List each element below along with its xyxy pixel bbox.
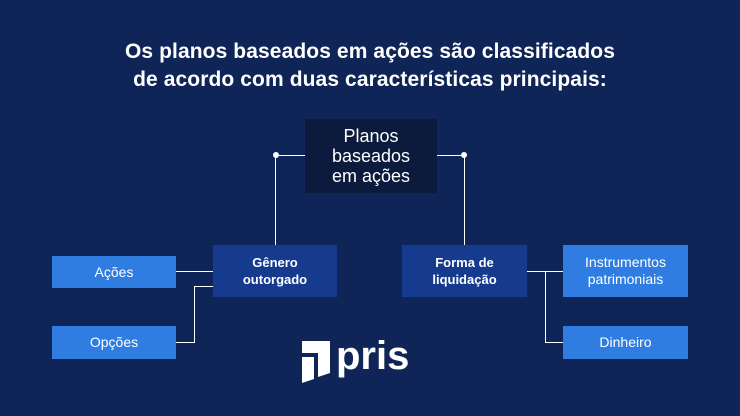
- connector-left-opcoes: [176, 342, 195, 343]
- connector-root-left-v: [275, 156, 276, 245]
- root-node-line-3: em ações: [331, 166, 411, 186]
- connector-right-dinheiro: [545, 342, 563, 343]
- pris-logo-svg: pris: [302, 334, 409, 383]
- leaf-acoes-label: Ações: [94, 263, 134, 280]
- leaf-instrumentos-line-2: patrimoniais: [587, 271, 664, 287]
- leaf-node-opcoes: Opções: [52, 326, 176, 359]
- leaf-node-acoes: Ações: [52, 256, 176, 288]
- leaf-node-dinheiro: Dinheiro: [563, 326, 688, 359]
- leaf-opcoes-label: Opções: [89, 334, 139, 350]
- pris-logo: pris: [298, 333, 444, 390]
- connector-left-branch: [194, 286, 213, 287]
- connector-root-right-v: [464, 156, 465, 245]
- connector-dot-left: [273, 152, 279, 158]
- leaf-node-instrumentos: Instrumentos patrimoniais: [563, 245, 688, 297]
- root-node-line-1: Planos: [343, 126, 399, 146]
- title-line-2: de acordo com duas características princ…: [133, 68, 607, 91]
- logo-wordmark: pris: [336, 334, 409, 378]
- root-node-line-2: baseados: [331, 146, 411, 166]
- branch-genero-line-2: outorgado: [242, 272, 308, 287]
- leaf-instrumentos-line-1: Instrumentos: [585, 254, 666, 270]
- branch-genero-line-1: Gênero: [252, 255, 298, 270]
- connector-root-left-h: [276, 155, 305, 156]
- branch-forma-line-2: liquidação: [432, 272, 497, 287]
- branch-node-genero: Gênero outorgado: [213, 245, 337, 297]
- arrow-mark-icon: [302, 341, 330, 383]
- connector-left-acoes: [176, 271, 213, 272]
- connector-right-vertical: [545, 271, 546, 343]
- title-line-1: Os planos baseados em ações são classifi…: [124, 40, 616, 63]
- connector-root-right-h: [437, 155, 464, 156]
- branch-node-forma: Forma de liquidação: [402, 245, 527, 297]
- connector-left-vertical: [194, 286, 195, 343]
- diagram-title: Os planos baseados em ações são classifi…: [0, 38, 740, 94]
- leaf-dinheiro-label: Dinheiro: [599, 334, 652, 350]
- root-node: Planos baseados em ações: [305, 119, 437, 193]
- connector-dot-right: [461, 152, 467, 158]
- branch-forma-line-1: Forma de: [435, 255, 494, 270]
